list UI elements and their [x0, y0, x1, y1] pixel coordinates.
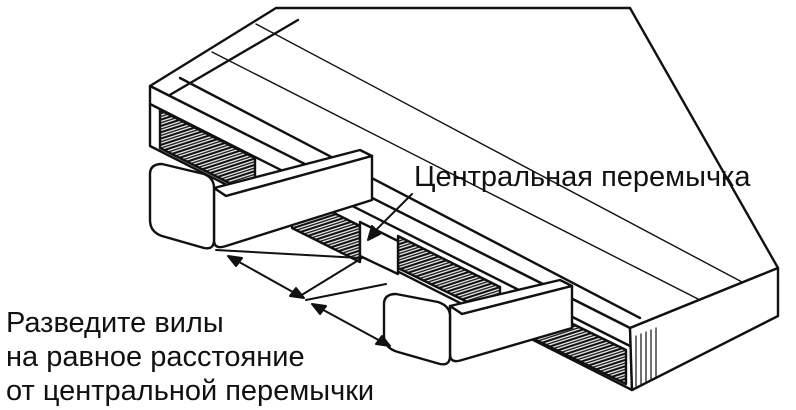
center-axis-line: [299, 257, 363, 297]
arrowhead: [375, 335, 391, 347]
spacing-arrow-right: [315, 305, 387, 345]
spacing-arrows: [215, 249, 391, 347]
pallet-end-face: [628, 266, 780, 392]
fork-right-tip: [382, 292, 452, 366]
arrowhead: [289, 287, 305, 299]
arrowhead: [227, 255, 243, 267]
leader-arrowhead: [367, 225, 381, 241]
fork-left-tip: [148, 162, 216, 250]
fork-right: [382, 278, 574, 366]
arrowhead: [311, 303, 327, 315]
deck-seam: [178, 76, 642, 320]
spacing-arrow-left: [231, 257, 301, 297]
instruction-line-3: от центральной перемычки: [6, 375, 375, 407]
center-bar-label: Центральная перемычка: [414, 161, 751, 193]
spacing-guide-line: [215, 249, 361, 259]
instruction-label: Разведите вилы на равное расстояние от ц…: [6, 306, 374, 408]
end-face-grain: [635, 327, 657, 387]
instruction-line-1: Разведите вилы: [6, 307, 224, 339]
center-axis-line-low: [305, 283, 387, 301]
fork-left: [148, 148, 374, 250]
center-bar-leader: [367, 193, 413, 241]
deck-seam: [211, 51, 701, 301]
deck-seam: [255, 23, 743, 283]
instruction-line-2: на равное расстояние: [6, 341, 305, 373]
